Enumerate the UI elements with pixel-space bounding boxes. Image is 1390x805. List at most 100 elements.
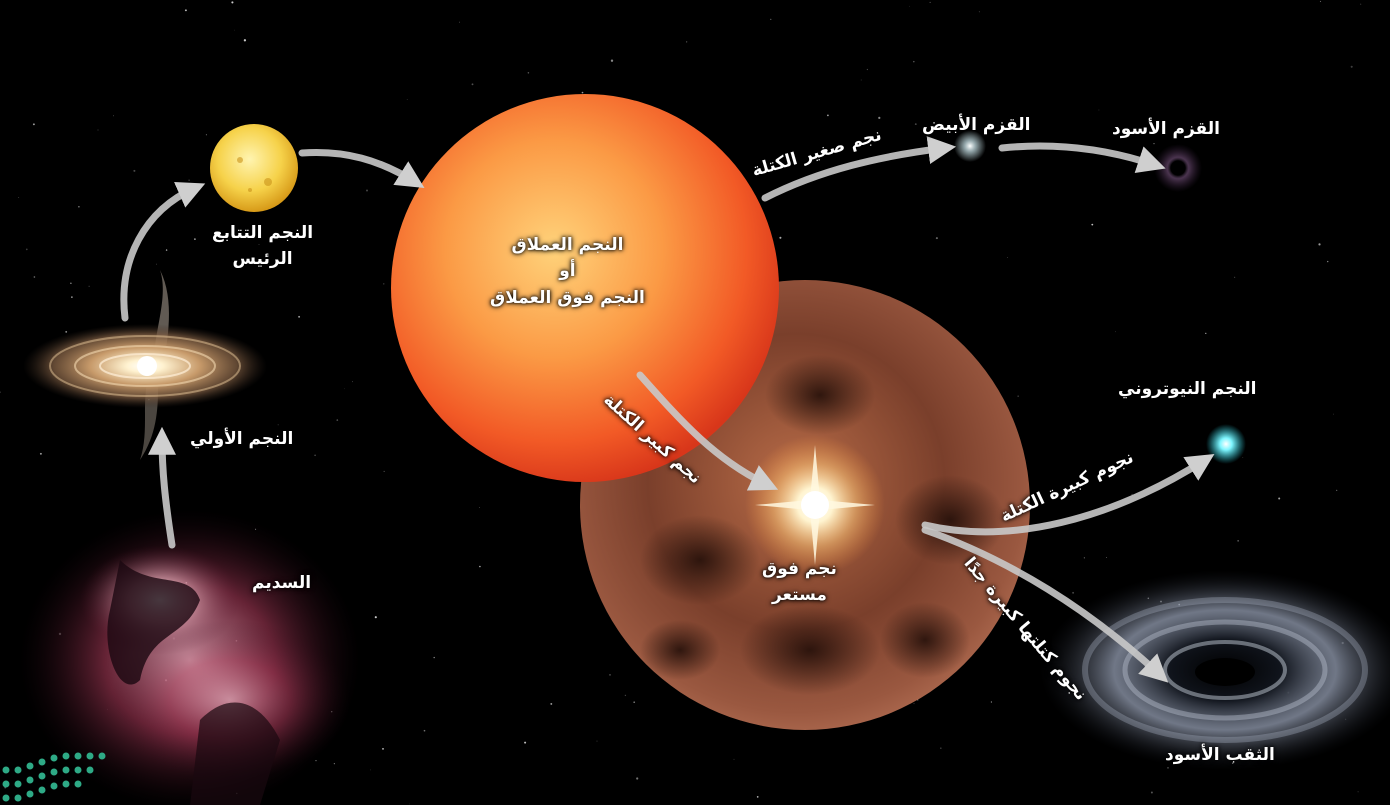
white-dwarf-label: القزم الأبيض — [922, 115, 1031, 135]
background-star — [733, 758, 735, 760]
background-star — [929, 1, 931, 3]
background-star — [686, 41, 688, 43]
background-star — [314, 454, 316, 457]
background-star — [423, 729, 426, 732]
background-star — [383, 470, 385, 472]
background-star — [231, 1, 234, 4]
background-star — [770, 18, 772, 20]
background-star — [524, 741, 527, 744]
background-star — [18, 197, 20, 198]
background-star — [1091, 223, 1094, 226]
background-star — [184, 9, 187, 12]
background-star — [383, 283, 385, 285]
background-star — [70, 282, 72, 284]
background-star — [382, 748, 384, 750]
background-star — [336, 419, 339, 421]
red-giant-image — [391, 94, 779, 482]
supernova-label-line-1: نجم فوق — [762, 559, 837, 579]
background-star — [1327, 260, 1329, 263]
background-star — [39, 452, 42, 455]
background-star — [277, 424, 279, 426]
background-star — [234, 29, 235, 31]
background-star — [298, 315, 301, 318]
supernova-label-line-2: مستعر — [771, 585, 827, 606]
main-sequence-label-line-1: النجم التتابع — [212, 223, 314, 243]
supernova-label: نجم فوق مستعر — [762, 556, 837, 609]
background-star — [1360, 3, 1362, 5]
background-star — [156, 263, 157, 265]
background-star — [1242, 457, 1244, 458]
background-star — [205, 134, 207, 136]
background-star — [860, 79, 862, 81]
background-star — [1350, 65, 1353, 68]
background-star — [1098, 109, 1100, 111]
background-star — [914, 123, 917, 126]
background-star — [624, 694, 627, 697]
background-star — [909, 5, 910, 7]
background-star — [1336, 489, 1338, 491]
background-star — [1167, 767, 1169, 769]
background-star — [1198, 457, 1200, 460]
background-star — [826, 114, 829, 117]
background-star — [610, 59, 614, 62]
main-sequence-star-image — [210, 124, 298, 212]
black-dwarf-image — [1154, 144, 1202, 192]
background-star — [1357, 791, 1359, 793]
arrow-protostar-to-main-sequence — [120, 181, 206, 322]
background-star — [471, 83, 474, 86]
background-star — [25, 248, 28, 251]
background-star — [878, 116, 881, 120]
background-star — [1278, 497, 1281, 500]
background-star — [65, 330, 68, 333]
background-star — [1319, 0, 1322, 3]
background-star — [71, 296, 73, 298]
background-star — [1083, 557, 1085, 559]
arrow-giant-to-supernova — [636, 371, 779, 491]
background-star — [1115, 331, 1116, 333]
background-star — [88, 285, 90, 287]
background-star — [581, 91, 584, 94]
background-star — [459, 21, 460, 23]
background-star — [113, 115, 115, 117]
arrow-white-dwarf-to-black-dwarf — [998, 142, 1166, 173]
black-dwarf-label: القزم الأسود — [1112, 119, 1220, 139]
background-star — [344, 388, 346, 390]
background-star — [935, 237, 938, 240]
background-star — [1234, 276, 1236, 278]
background-star — [609, 674, 611, 676]
background-star — [596, 740, 598, 742]
background-star — [32, 123, 35, 126]
background-star — [866, 68, 869, 71]
background-star — [779, 236, 782, 239]
background-star — [374, 616, 377, 619]
background-star — [0, 391, 1, 393]
background-star — [1018, 128, 1020, 130]
giant-label-line-1: النجم العملاق — [511, 235, 624, 255]
background-star — [1318, 243, 1321, 246]
arrow-supernova-to-black-hole — [921, 526, 1169, 683]
arrow-supernova-to-neutron-star — [921, 454, 1215, 536]
arrow-giant-to-white-dwarf — [761, 136, 957, 202]
green-logo-mark — [2, 752, 106, 802]
background-star — [78, 205, 80, 208]
background-star — [940, 747, 942, 749]
background-star — [933, 126, 935, 128]
supernova-flash-image — [745, 435, 885, 575]
background-star — [370, 769, 372, 771]
background-star — [433, 656, 435, 659]
background-star — [243, 39, 247, 42]
background-star — [33, 276, 36, 278]
background-star — [527, 72, 530, 74]
background-star — [1237, 540, 1239, 542]
background-star — [258, 244, 260, 246]
background-star — [1205, 332, 1207, 335]
background-star — [479, 507, 480, 508]
background-star — [633, 701, 636, 704]
background-star — [550, 702, 553, 705]
neutron-star-image — [1206, 424, 1246, 464]
giant-label-line-3: النجم فوق العملاق — [490, 287, 645, 308]
background-star — [406, 99, 408, 100]
background-star — [408, 803, 410, 805]
